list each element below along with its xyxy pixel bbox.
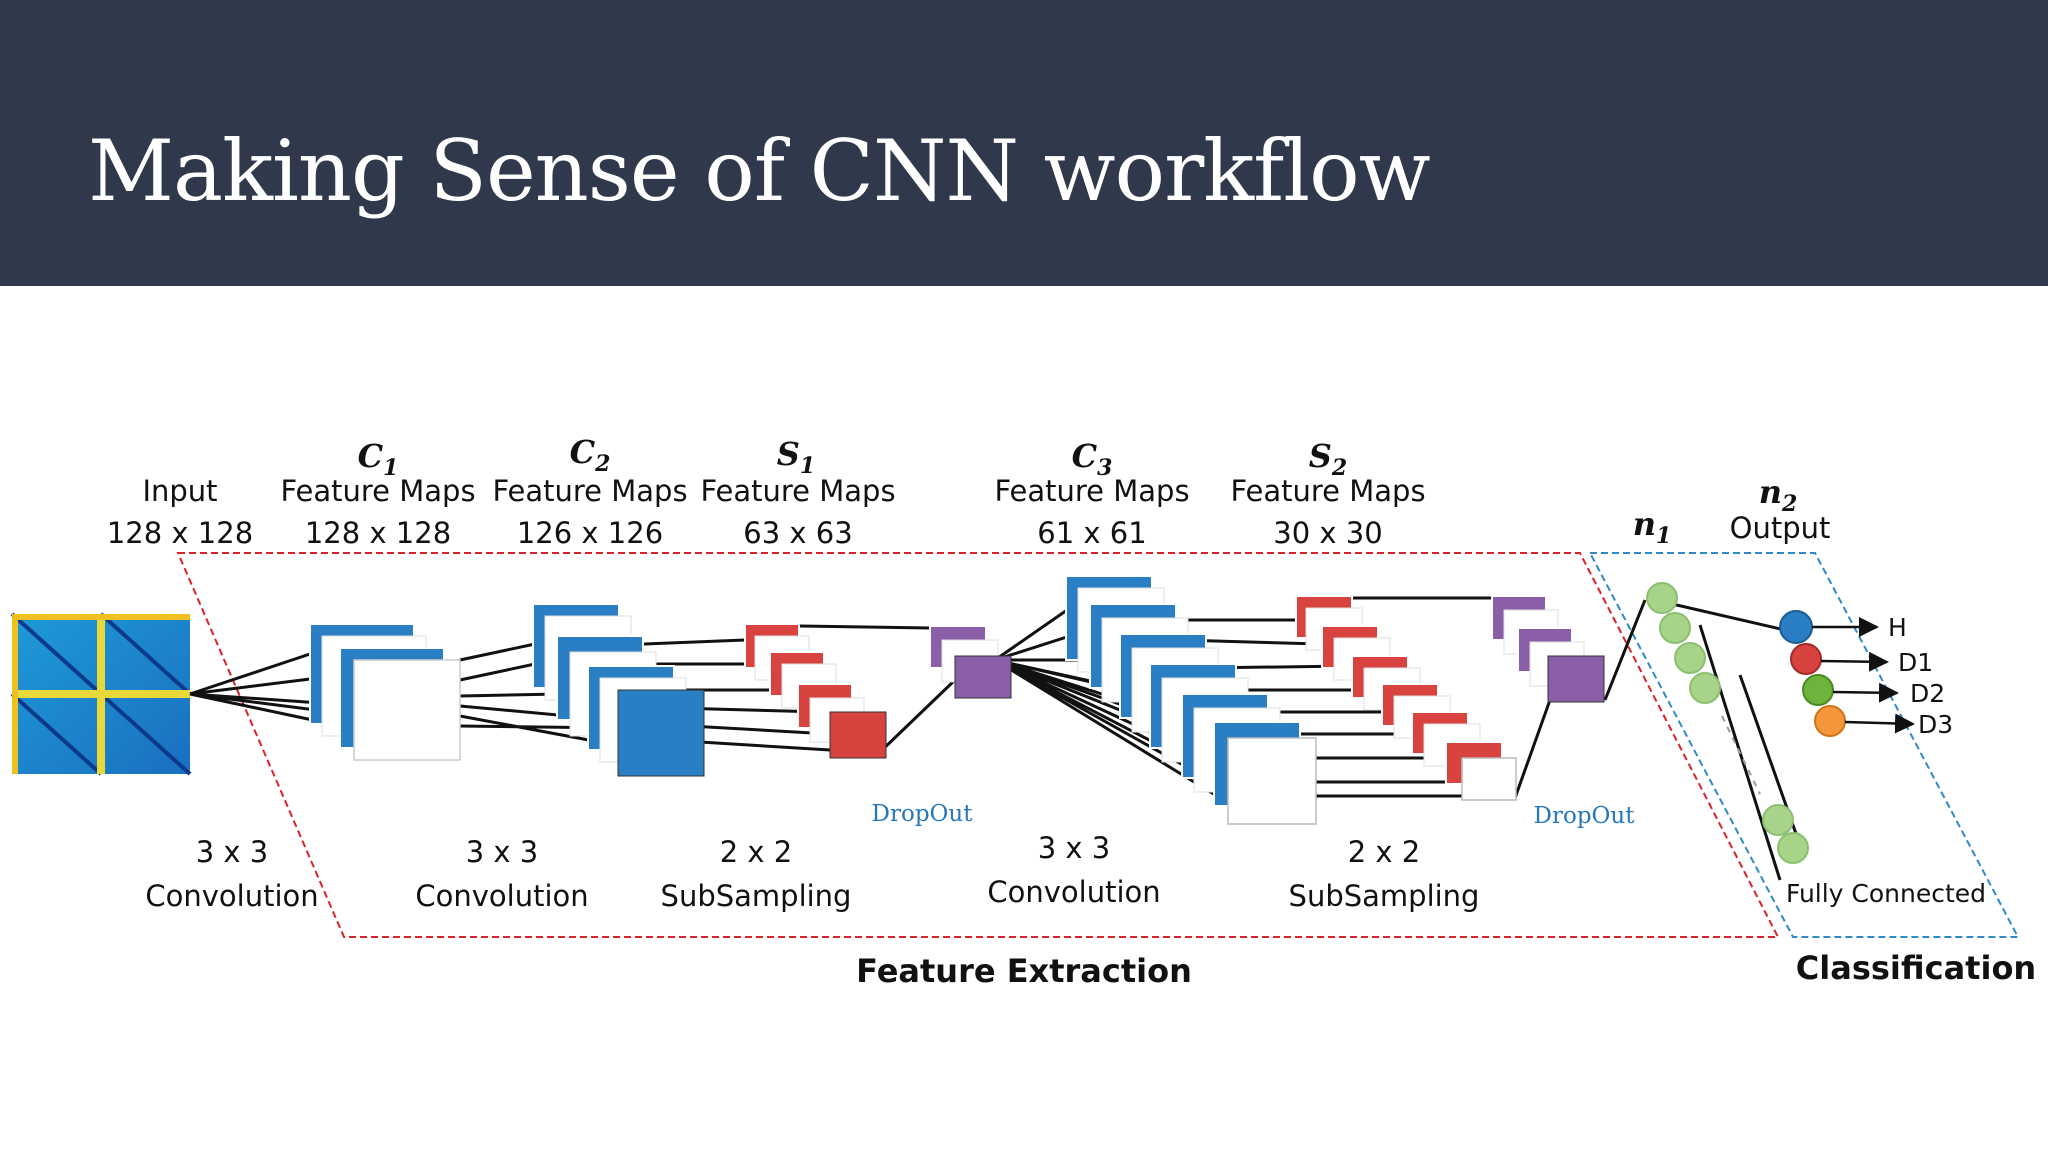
svg-text:n2: n2 xyxy=(1759,473,1798,517)
neuron xyxy=(1674,642,1706,674)
layer-symbol: S xyxy=(1309,437,1332,475)
layer-header-c3: C3 Feature Maps 61 x 61 xyxy=(994,437,1189,550)
neuron-ellipsis xyxy=(1721,715,1761,795)
layer-symbol: n xyxy=(1633,505,1656,543)
layer-name: Feature Maps xyxy=(700,474,895,508)
layer-header-input: Input 128 x 128 xyxy=(107,474,253,550)
output-d3-label: D3 xyxy=(1918,710,1953,739)
neuron xyxy=(1777,832,1809,864)
layer-symbol: n xyxy=(1759,473,1782,511)
layer-subscript: 2 xyxy=(1781,491,1797,517)
operation-3: 2 x 2 SubSampling xyxy=(661,835,852,913)
operation-name: SubSampling xyxy=(1289,879,1480,913)
fully-connected-label: Fully Connected xyxy=(1786,879,1986,908)
output-labels: H D1 D2 D3 xyxy=(1888,613,1953,739)
c1-feature-maps xyxy=(309,623,461,761)
layer-size: 128 x 128 xyxy=(305,516,451,550)
operation-name: SubSampling xyxy=(661,879,852,913)
dropout-2-maps xyxy=(1491,595,1605,703)
dropout-1-label: DropOut xyxy=(872,801,974,827)
output-d1-node xyxy=(1790,643,1822,675)
svg-text:C3: C3 xyxy=(1072,437,1113,481)
layer-name: Input xyxy=(142,474,217,508)
layer-subscript: 3 xyxy=(1097,455,1112,481)
svg-text:S1: S1 xyxy=(777,435,815,479)
classification-border xyxy=(1588,552,2020,938)
input-image xyxy=(10,612,192,776)
slide-title: Making Sense of CNN workflow xyxy=(88,122,1431,220)
operation-4: 3 x 3 Convolution xyxy=(987,831,1160,909)
operation-name: Convolution xyxy=(415,879,588,913)
operation-size: 3 x 3 xyxy=(1038,831,1111,865)
svg-text:n1: n1 xyxy=(1633,505,1672,549)
operation-size: 3 x 3 xyxy=(196,835,269,869)
layer-subscript: 1 xyxy=(800,453,815,479)
feature-extraction-label: Feature Extraction xyxy=(856,952,1192,990)
layer-symbol: S xyxy=(777,435,800,473)
output-d2-label: D2 xyxy=(1910,679,1945,708)
s2-feature-maps xyxy=(1295,595,1517,801)
layer-size: 63 x 63 xyxy=(743,516,852,550)
operation-size: 2 x 2 xyxy=(720,835,793,869)
layer-name: Feature Maps xyxy=(1230,474,1425,508)
connection-lines xyxy=(189,596,1802,881)
layer-header-s2: S2 Feature Maps 30 x 30 xyxy=(1230,437,1425,550)
cnn-diagram: Input 128 x 128 C1 Feature Maps 128 x 12… xyxy=(0,286,2048,1152)
title-bar: Making Sense of CNN workflow xyxy=(0,0,2048,286)
layer-size: 128 x 128 xyxy=(107,516,253,550)
neuron-header-n2: n2 Output xyxy=(1730,473,1831,545)
svg-text:S2: S2 xyxy=(1309,437,1347,481)
layer-name: Feature Maps xyxy=(280,474,475,508)
layer-header-c1: C1 Feature Maps 128 x 128 xyxy=(280,437,475,550)
dropout-2-label: DropOut xyxy=(1534,803,1636,829)
operation-size: 3 x 3 xyxy=(466,835,539,869)
layer-subscript: 2 xyxy=(1331,455,1347,481)
output-h-node xyxy=(1779,610,1813,644)
svg-text:C2: C2 xyxy=(570,433,611,477)
layer-name: Feature Maps xyxy=(994,474,1189,508)
c3-feature-maps xyxy=(1065,575,1317,825)
layer-size: 126 x 126 xyxy=(517,516,663,550)
n1-neurons xyxy=(1646,582,1809,864)
output-d1-label: D1 xyxy=(1898,648,1933,677)
neuron xyxy=(1689,672,1721,704)
layer-size: 30 x 30 xyxy=(1273,516,1382,550)
c2-feature-maps xyxy=(532,603,705,777)
layer-header-s1: S1 Feature Maps 63 x 63 xyxy=(700,435,895,550)
s1-feature-maps xyxy=(744,623,887,759)
output-d2-node xyxy=(1802,674,1834,706)
layer-symbol: C xyxy=(1072,437,1098,475)
classification-label: Classification xyxy=(1796,949,2036,987)
layer-symbol: C xyxy=(570,433,596,471)
output-d3-node xyxy=(1814,705,1846,737)
svg-text:C1: C1 xyxy=(358,437,399,481)
layer-name: Output xyxy=(1730,511,1831,545)
output-neurons xyxy=(1779,610,1915,737)
layer-size: 61 x 61 xyxy=(1037,516,1146,550)
layer-subscript: 1 xyxy=(1656,523,1671,549)
neuron xyxy=(1659,612,1691,644)
layer-name: Feature Maps xyxy=(492,474,687,508)
dropout-1-maps xyxy=(929,625,1012,699)
operation-name: Convolution xyxy=(987,875,1160,909)
layer-subscript: 1 xyxy=(383,455,398,481)
output-h-label: H xyxy=(1888,613,1907,642)
layer-symbol: C xyxy=(358,437,384,475)
cnn-diagram-svg: Input 128 x 128 C1 Feature Maps 128 x 12… xyxy=(10,433,2036,990)
operation-2: 3 x 3 Convolution xyxy=(415,835,588,913)
neuron xyxy=(1646,582,1678,614)
layer-subscript: 2 xyxy=(594,451,610,477)
neuron-header-n1: n1 xyxy=(1633,505,1672,549)
layer-header-c2: C2 Feature Maps 126 x 126 xyxy=(492,433,687,550)
neuron xyxy=(1762,804,1794,836)
operation-5: 2 x 2 SubSampling xyxy=(1289,835,1480,913)
operation-1: 3 x 3 Convolution xyxy=(145,835,318,913)
operation-size: 2 x 2 xyxy=(1348,835,1421,869)
operation-name: Convolution xyxy=(145,879,318,913)
